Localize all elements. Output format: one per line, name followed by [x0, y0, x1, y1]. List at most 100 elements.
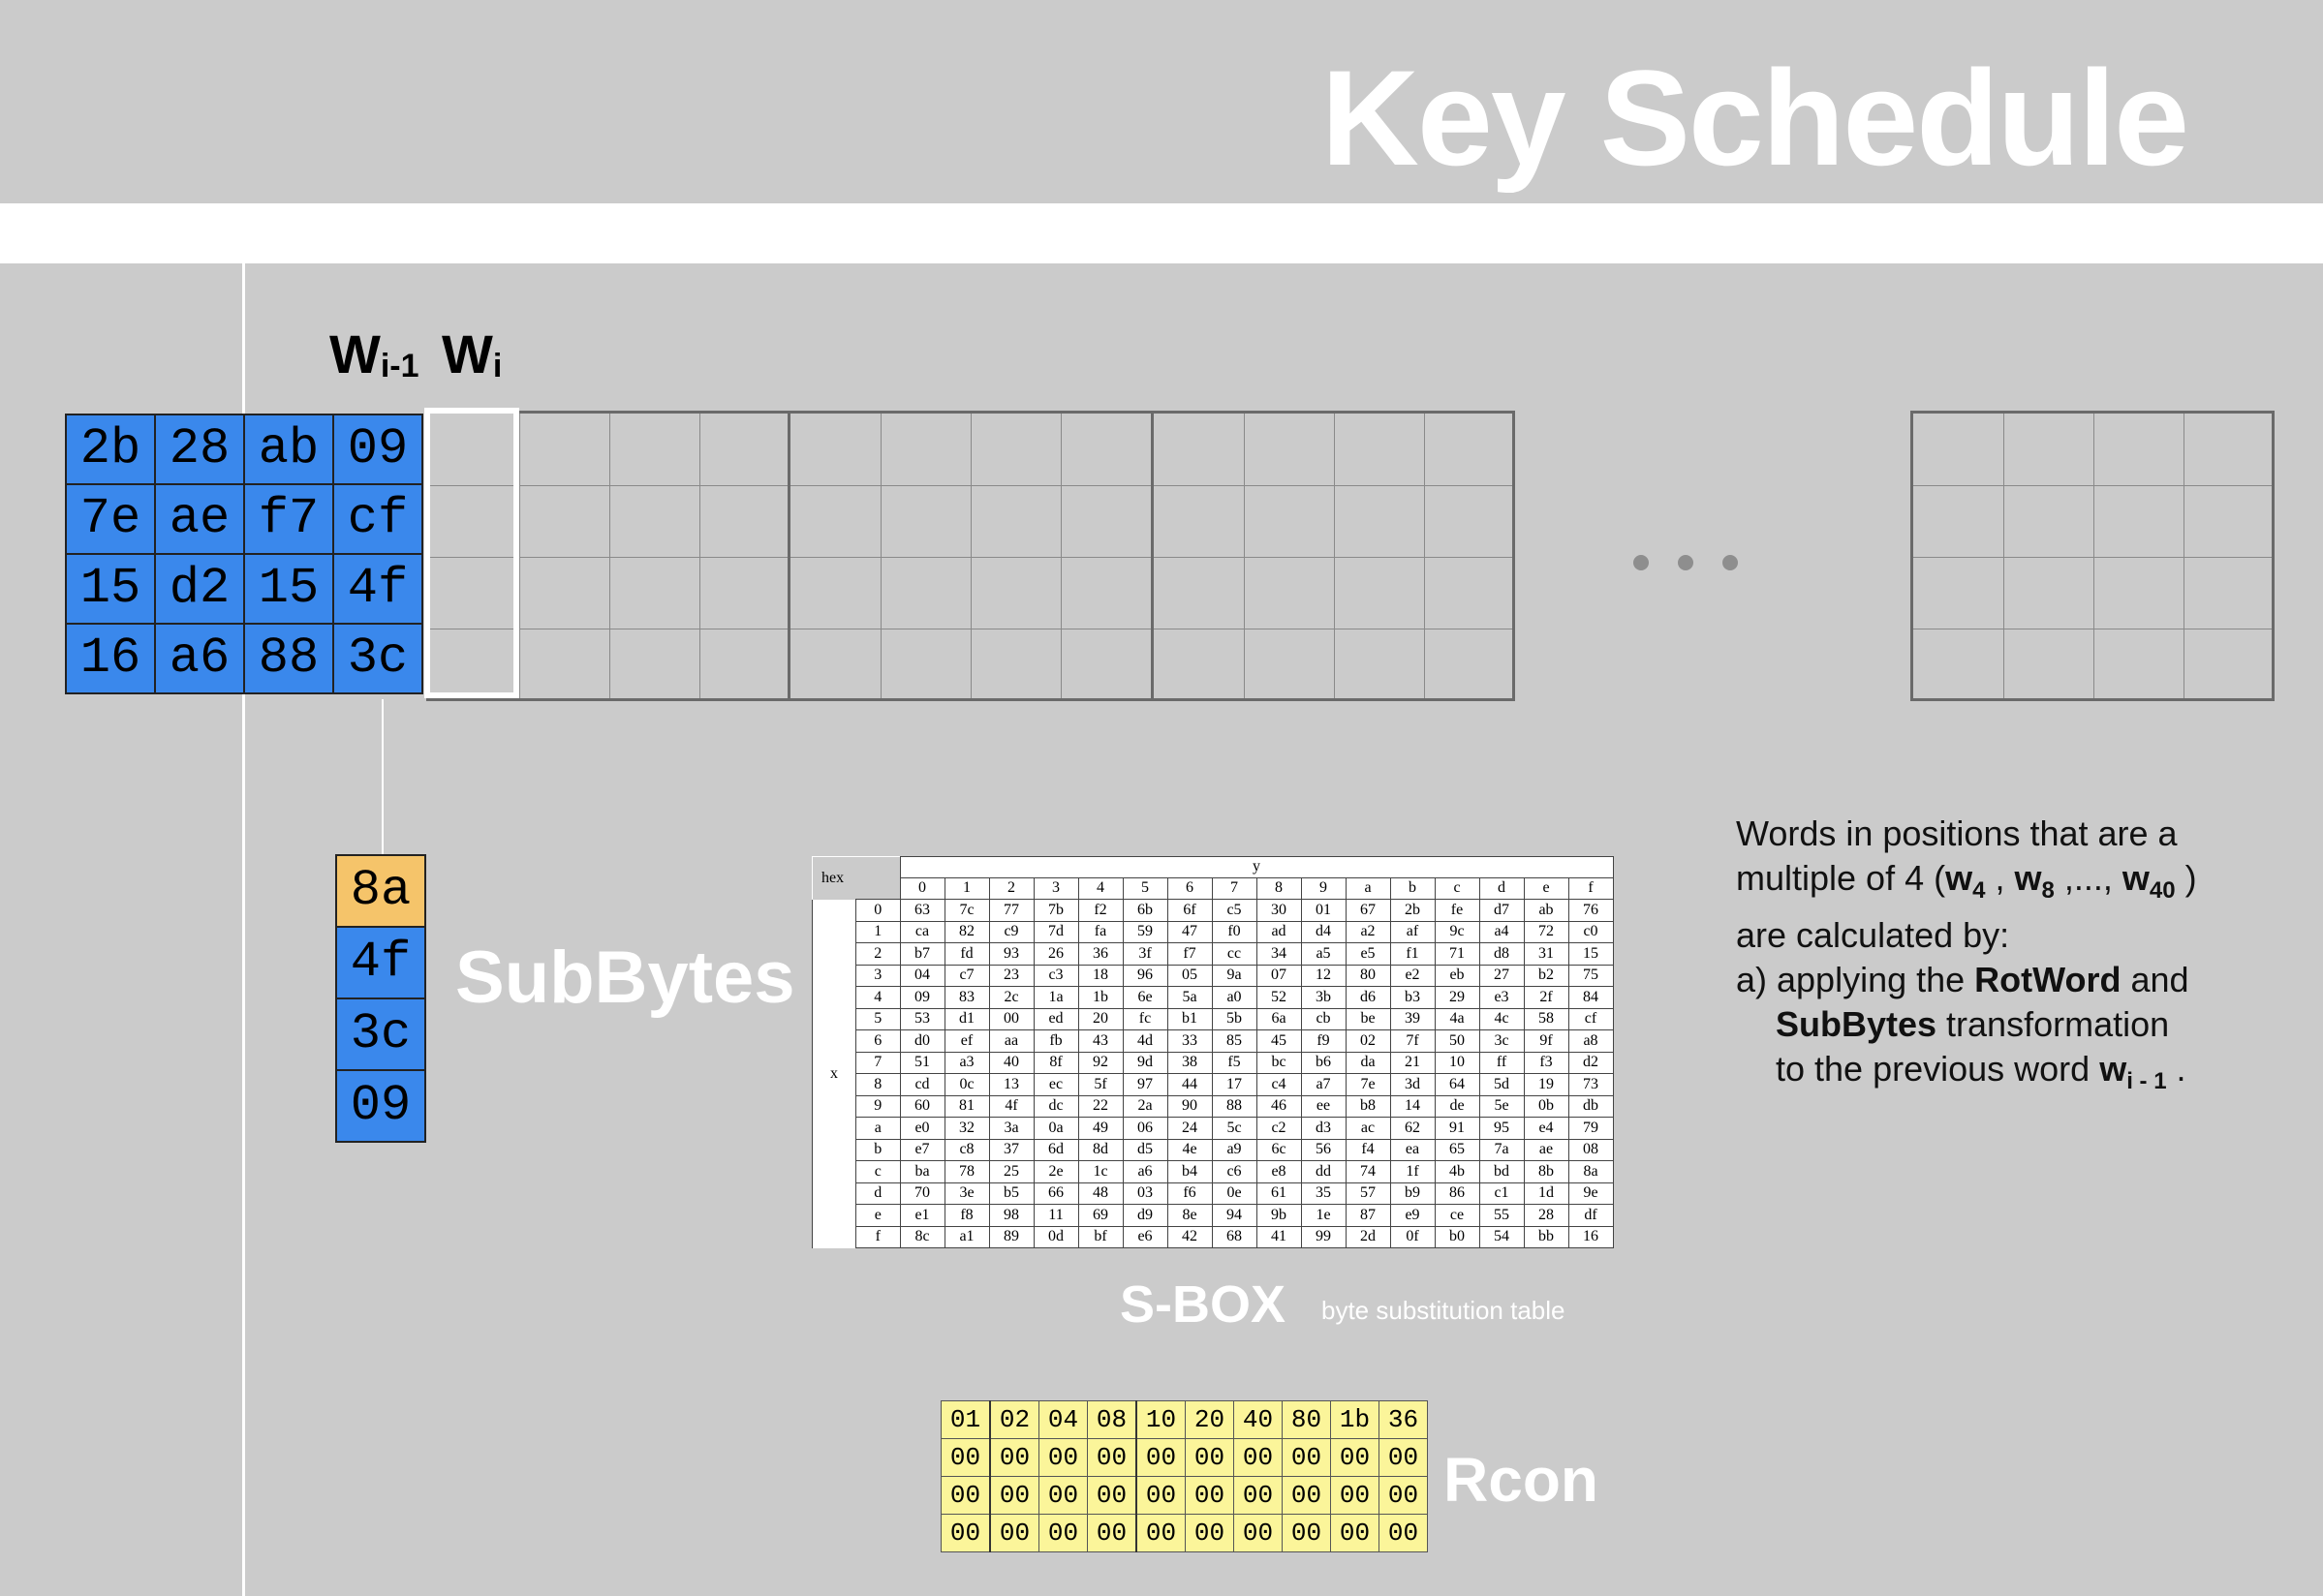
sbox-cell: c8: [944, 1138, 990, 1161]
sbox-cell: a0: [1211, 986, 1257, 1009]
sbox-cell: 7b: [1033, 899, 1079, 922]
sbox-cell: c7: [944, 964, 990, 987]
sbox-cell: 9b: [1255, 1204, 1302, 1227]
key-cell: 15: [245, 555, 334, 625]
subbytes-cell: 09: [337, 1071, 426, 1143]
description-line: multiple of 4 (w4 , w8 ,..., w40 ): [1736, 858, 2197, 905]
sbox-row-header: 4: [855, 986, 901, 1009]
sbox-cell: e3: [1478, 986, 1525, 1009]
sbox-cell: 74: [1345, 1160, 1391, 1183]
sbox-cell: 71: [1434, 942, 1480, 966]
sbox-cell: b3: [1389, 986, 1436, 1009]
sbox-cell: d2: [1567, 1051, 1614, 1074]
sbox-cell: dc: [1033, 1094, 1079, 1118]
sbox-cell: 96: [1122, 964, 1168, 987]
rcon-cell: 00: [1185, 1438, 1234, 1477]
sbox-cell: b8: [1345, 1094, 1391, 1118]
sbox-cell: d3: [1300, 1117, 1347, 1140]
sbox-cell: 6e: [1122, 986, 1168, 1009]
sbox-cell: fd: [944, 942, 990, 966]
sbox-cell: 56: [1300, 1138, 1347, 1161]
sbox-cell: 52: [1255, 986, 1302, 1009]
description-line: are calculated by:: [1736, 915, 2010, 956]
sbox-cell: 0e: [1211, 1182, 1257, 1205]
sbox-cell: 48: [1077, 1182, 1124, 1205]
sbox-label: S-BOX: [1120, 1275, 1286, 1334]
rcon-cell: 00: [989, 1438, 1039, 1477]
sbox-cell: aa: [988, 1029, 1035, 1053]
sbox-cell: 0a: [1033, 1117, 1079, 1140]
rcon-cell: 1b: [1330, 1400, 1379, 1439]
sbox-cell: fe: [1434, 899, 1480, 922]
sbox-cell: 13: [988, 1073, 1035, 1096]
sbox-cell: 2b: [1389, 899, 1436, 922]
ellipsis-dot: [1678, 555, 1693, 570]
sbox-cell: 82: [944, 920, 990, 943]
rcon-cell: 00: [1330, 1438, 1379, 1477]
sbox-cell: 8d: [1077, 1138, 1124, 1161]
rcon-cell: 00: [1185, 1476, 1234, 1515]
sbox-cell: 45: [1255, 1029, 1302, 1053]
sbox-cell: e0: [899, 1117, 945, 1140]
sbox-cell: e2: [1389, 964, 1436, 987]
sbox-cell: 3b: [1300, 986, 1347, 1009]
key-cell: 09: [334, 415, 423, 485]
sbox-cell: 44: [1166, 1073, 1213, 1096]
sbox-row-header: 9: [855, 1094, 901, 1118]
rcon-cell: 00: [1378, 1514, 1428, 1552]
sbox-cell: 3f: [1122, 942, 1168, 966]
sbox-col-header: c: [1434, 876, 1480, 900]
sbox-cell: 8e: [1166, 1204, 1213, 1227]
rcon-cell: 00: [1233, 1438, 1283, 1477]
sbox-cell: 00: [988, 1007, 1035, 1030]
sbox-cell: 35: [1300, 1182, 1347, 1205]
rcon-cell: 10: [1135, 1400, 1186, 1439]
sbox-cell: c2: [1255, 1117, 1302, 1140]
sbox-col-header: 8: [1255, 876, 1302, 900]
rcon-cell: 01: [941, 1400, 991, 1439]
sbox-col-header: 9: [1300, 876, 1347, 900]
rcon-cell: 00: [1038, 1476, 1088, 1515]
rcon-cell: 00: [1135, 1438, 1186, 1477]
sbox-cell: 94: [1211, 1204, 1257, 1227]
sbox-cell: ff: [1478, 1051, 1525, 1074]
sbox-cell: 02: [1345, 1029, 1391, 1053]
sbox-cell: a5: [1300, 942, 1347, 966]
rcon-cell: 20: [1185, 1400, 1234, 1439]
sbox-cell: 7e: [1345, 1073, 1391, 1096]
sbox-col-header: 4: [1077, 876, 1124, 900]
sbox-cell: 6d: [1033, 1138, 1079, 1161]
sbox-cell: 3a: [988, 1117, 1035, 1140]
rcon-label: Rcon: [1443, 1445, 1598, 1515]
sbox-cell: bb: [1523, 1225, 1569, 1248]
sbox-cell: 37: [988, 1138, 1035, 1161]
key-cell: 88: [245, 625, 334, 694]
rcon-cell: 00: [1233, 1514, 1283, 1552]
sbox-cell: 1c: [1077, 1160, 1124, 1183]
sbox-cell: d0: [899, 1029, 945, 1053]
rcon-cell: 00: [1087, 1476, 1137, 1515]
sbox-y-label: y: [899, 856, 1614, 878]
w-cur-label: Wi: [442, 323, 503, 384]
sbox-cell: a3: [944, 1051, 990, 1074]
sbox-cell: 14: [1389, 1094, 1436, 1118]
sbox-cell: 7f: [1389, 1029, 1436, 1053]
sbox-cell: 5d: [1478, 1073, 1525, 1096]
sbox-col-header: 7: [1211, 876, 1257, 900]
sbox-cell: 04: [899, 964, 945, 987]
sbox-cell: 8a: [1567, 1160, 1614, 1183]
sbox-cell: e1: [899, 1204, 945, 1227]
sbox-cell: 65: [1434, 1138, 1480, 1161]
w-prev-label: Wi-1: [329, 323, 419, 384]
sbox-cell: 5f: [1077, 1073, 1124, 1096]
sbox-cell: f3: [1523, 1051, 1569, 1074]
sbox-cell: 42: [1166, 1225, 1213, 1248]
sbox-cell: 9c: [1434, 920, 1480, 943]
sbox-cell: f2: [1077, 899, 1124, 922]
sbox-cell: c0: [1567, 920, 1614, 943]
sbox-cell: 98: [988, 1204, 1035, 1227]
sbox-hex-label: hex: [821, 870, 845, 886]
sbox-cell: 34: [1255, 942, 1302, 966]
